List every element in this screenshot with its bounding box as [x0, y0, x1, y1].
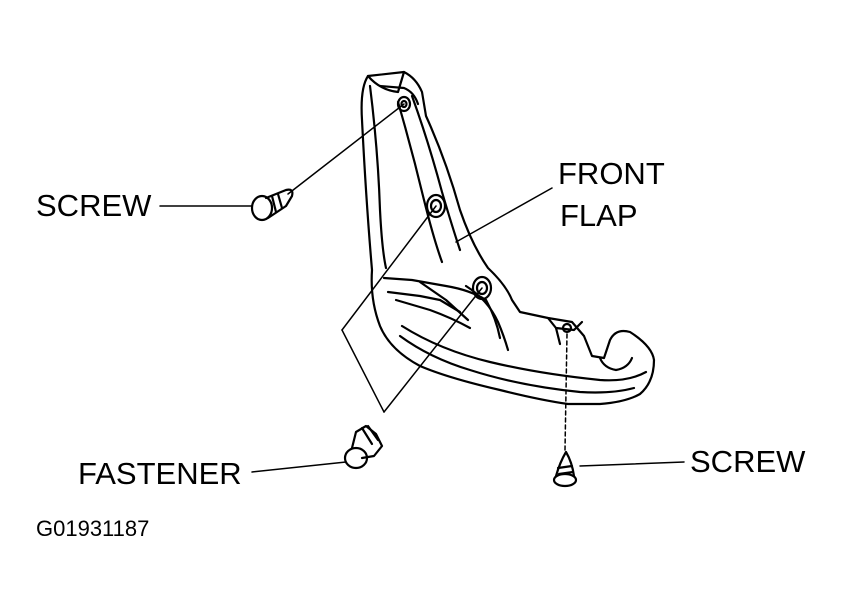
mounting-hole-lower	[473, 277, 491, 299]
alignment-fastener-a	[342, 206, 436, 330]
leader-fastener	[252, 462, 346, 472]
alignment-screw-bottom	[565, 334, 567, 450]
leader-screw-bottom	[580, 462, 684, 466]
leader-front-flap	[456, 188, 552, 242]
alignment-fastener-c	[384, 288, 482, 412]
label-front-flap-line2: FLAP	[560, 198, 638, 233]
mounting-hole-middle	[427, 195, 445, 217]
mounting-hole-upper	[398, 97, 410, 111]
label-screw-bottom: SCREW	[690, 444, 806, 479]
screw-bottom-part	[554, 452, 576, 486]
front-flap-part	[362, 72, 654, 404]
label-screw-top: SCREW	[36, 188, 152, 223]
alignment-screw-top	[288, 104, 404, 194]
fastener-part	[345, 426, 382, 468]
label-front-flap-line1: FRONT	[558, 156, 665, 191]
screw-top-part	[252, 190, 292, 220]
figure-code: G01931187	[36, 516, 150, 541]
leader-lines	[160, 104, 684, 472]
label-fastener: FASTENER	[78, 456, 242, 491]
alignment-fastener-b	[342, 330, 384, 412]
